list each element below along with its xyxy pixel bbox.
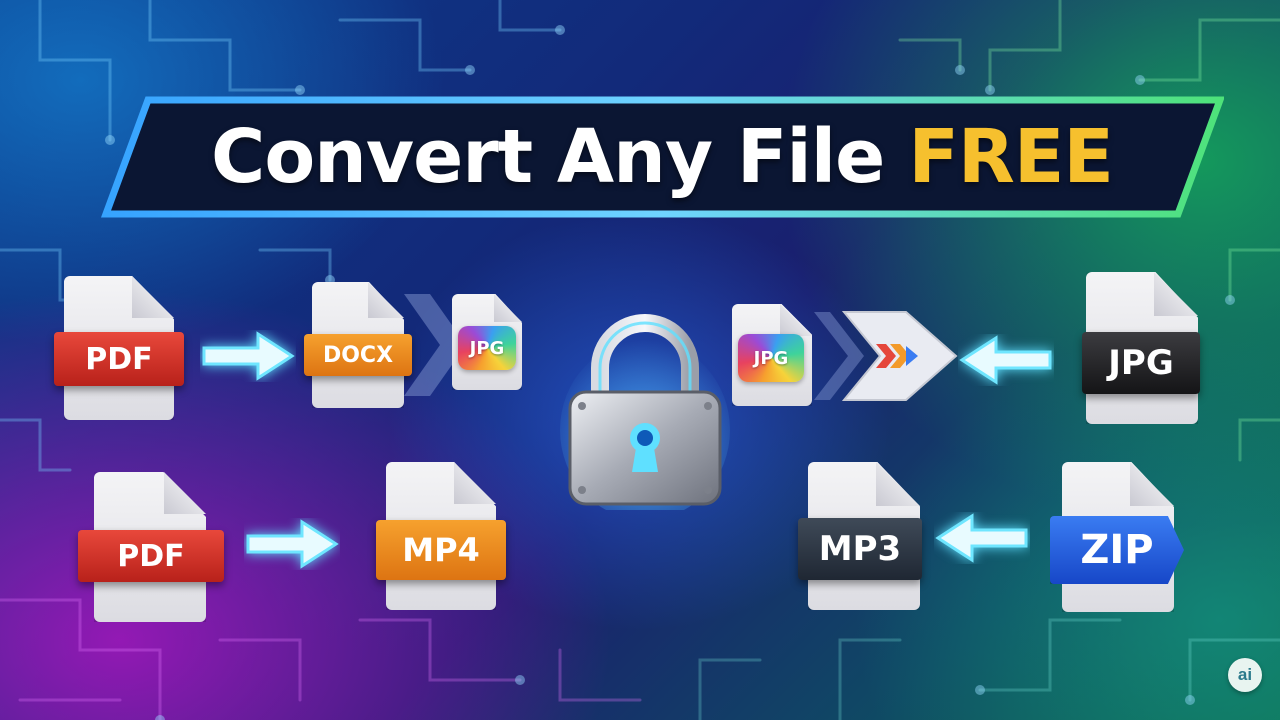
chevron-right-icon bbox=[814, 311, 958, 401]
title-highlight: FREE bbox=[908, 114, 1114, 200]
title-frame bbox=[100, 96, 1224, 218]
jpg-badge-label: JPG bbox=[469, 337, 505, 359]
pdf-label: PDF bbox=[54, 332, 184, 386]
pdf-label: PDF bbox=[78, 530, 224, 582]
padlock-icon bbox=[560, 314, 730, 510]
docx-label: DOCX bbox=[304, 334, 412, 376]
mp4-label: MP4 bbox=[376, 520, 506, 580]
jpg-badge: JPG bbox=[458, 326, 516, 370]
title-banner: Convert Any File FREE bbox=[100, 96, 1224, 218]
mp3-label: MP3 bbox=[798, 518, 922, 580]
title-text: Convert Any File bbox=[211, 114, 885, 200]
jpg-badge-label: JPG bbox=[753, 347, 789, 369]
arrow-right-icon bbox=[202, 331, 295, 381]
arrow-left-icon bbox=[959, 335, 1052, 385]
jpg-label: JPG bbox=[1082, 332, 1200, 394]
ai-badge: ai bbox=[1228, 658, 1262, 692]
jpg-badge: JPG bbox=[738, 334, 804, 382]
zip-label: ZIP bbox=[1050, 516, 1184, 584]
arrow-left-icon bbox=[935, 513, 1028, 563]
arrow-right-icon bbox=[246, 519, 339, 569]
